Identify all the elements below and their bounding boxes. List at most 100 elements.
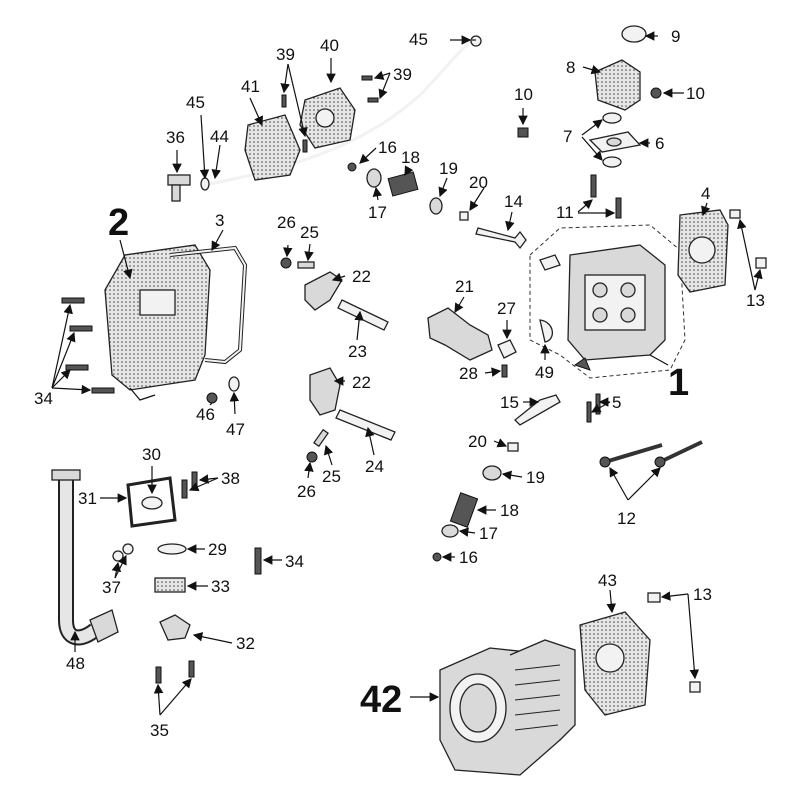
callout-8: 8 — [566, 58, 575, 77]
rocker-shaft-upper — [337, 299, 389, 331]
bracket-31 — [126, 476, 177, 528]
valve-seal-20-lower — [507, 442, 519, 452]
callout-17-lower: 17 — [479, 524, 498, 543]
spring-seat-19-lower — [482, 465, 502, 481]
spring-retainer-17-upper — [366, 168, 382, 188]
callout-18-lower: 18 — [500, 501, 519, 520]
leader-lines — [51, 31, 763, 716]
callout-11: 11 — [556, 203, 574, 222]
callout-34-lower: 34 — [285, 552, 304, 571]
callout-20-lower: 20 — [468, 432, 487, 451]
callout-47: 47 — [226, 420, 245, 439]
reed-plate — [244, 114, 301, 181]
valve-keeper-16-lower — [432, 552, 442, 562]
dowels-13-upper — [729, 209, 767, 269]
callout-43: 43 — [598, 571, 617, 590]
callout-23: 23 — [348, 342, 367, 361]
callout-39-left: 39 — [276, 45, 295, 64]
cylinder-head — [529, 224, 686, 379]
callout-19-upper: 19 — [439, 159, 458, 178]
callout-13-lower: 13 — [693, 585, 712, 604]
cylinder-block — [439, 639, 576, 776]
long-bolts-12 — [599, 440, 703, 468]
clamp-30 — [141, 496, 163, 510]
callout-7: 7 — [563, 127, 572, 146]
t-connector — [167, 174, 191, 202]
hose-clamp-left — [200, 177, 210, 191]
callout-32: 32 — [236, 634, 255, 653]
callout-39-right: 39 — [393, 65, 412, 84]
hose-clamp-9 — [621, 25, 647, 43]
rocker-arm-lower — [309, 367, 341, 416]
callout-3: 3 — [215, 211, 224, 230]
callout-29: 29 — [208, 540, 227, 559]
callout-28: 28 — [459, 364, 478, 383]
bolt-46 — [206, 392, 218, 404]
o-ring-7-upper — [602, 112, 622, 124]
bolts-38 — [181, 471, 198, 499]
callout-12: 12 — [617, 509, 636, 528]
insulator-6 — [588, 131, 642, 153]
valve-15 — [514, 394, 561, 426]
bolt-28 — [501, 364, 508, 378]
valve-14 — [475, 227, 527, 250]
callout-24: 24 — [365, 457, 384, 476]
nipples-37 — [112, 543, 134, 562]
callout-16-lower: 16 — [459, 548, 478, 567]
callout-49: 49 — [535, 363, 554, 382]
callout-30: 30 — [142, 445, 161, 464]
callout-38: 38 — [221, 469, 240, 488]
callout-44: 44 — [210, 127, 229, 146]
plate-33 — [154, 577, 186, 593]
valve-32 — [159, 614, 191, 641]
valve-keeper-16-upper — [347, 162, 357, 172]
callout-17-upper: 17 — [368, 203, 387, 222]
callout-22-lower: 22 — [352, 373, 371, 392]
o-ring-7-lower — [602, 156, 622, 168]
callout-1: 1 — [668, 362, 689, 404]
callout-4: 4 — [701, 184, 710, 203]
callout-25-lower: 25 — [322, 467, 341, 486]
guide-49 — [539, 319, 553, 343]
callout-6: 6 — [655, 134, 664, 153]
callout-46: 46 — [196, 405, 215, 424]
callout-20-upper: 20 — [469, 173, 488, 192]
callout-37: 37 — [102, 578, 121, 597]
cam-plate-27 — [497, 339, 517, 359]
callout-33: 33 — [211, 577, 230, 596]
cylinder-gasket-43 — [579, 611, 651, 716]
rocker-arm-upper — [304, 271, 343, 311]
callout-35: 35 — [150, 721, 169, 740]
callout-40: 40 — [320, 36, 339, 55]
screws-35 — [155, 660, 195, 684]
callout-14: 14 — [504, 192, 523, 211]
intake-manifold-8 — [594, 59, 641, 111]
reed-cover-plate — [299, 87, 356, 149]
callout-26-upper: 26 — [277, 213, 296, 232]
callout-labels: 1 2 42 3 4 5 6 7 8 9 10 10 11 12 13 13 1… — [34, 27, 765, 740]
cover-gasket — [169, 245, 248, 365]
callout-34-upper: 34 — [34, 389, 53, 408]
rocker-shaft-lower — [335, 409, 396, 441]
camshaft — [427, 307, 493, 361]
callout-18-upper: 18 — [401, 148, 420, 167]
bolt-34-lower — [254, 547, 262, 575]
head-gasket-4 — [677, 209, 729, 293]
cover-bolts-34 — [61, 297, 115, 394]
spring-seat-19-upper — [429, 197, 443, 215]
valve-seal-20-upper — [459, 211, 469, 221]
callout-45-left: 45 — [186, 93, 205, 112]
adjuster-screws — [297, 261, 329, 448]
valve-spring-18-lower — [449, 492, 479, 528]
valve-spring-18-upper — [387, 171, 419, 197]
callout-31: 31 — [78, 489, 97, 508]
screws-39 — [281, 75, 379, 153]
callout-16-upper: 16 — [378, 138, 397, 157]
gasket-29 — [157, 543, 187, 555]
callout-41: 41 — [241, 77, 260, 96]
callout-27: 27 — [497, 299, 516, 318]
callout-21: 21 — [455, 277, 474, 296]
callout-45-right: 45 — [409, 30, 428, 49]
callout-13-upper: 13 — [746, 291, 765, 310]
